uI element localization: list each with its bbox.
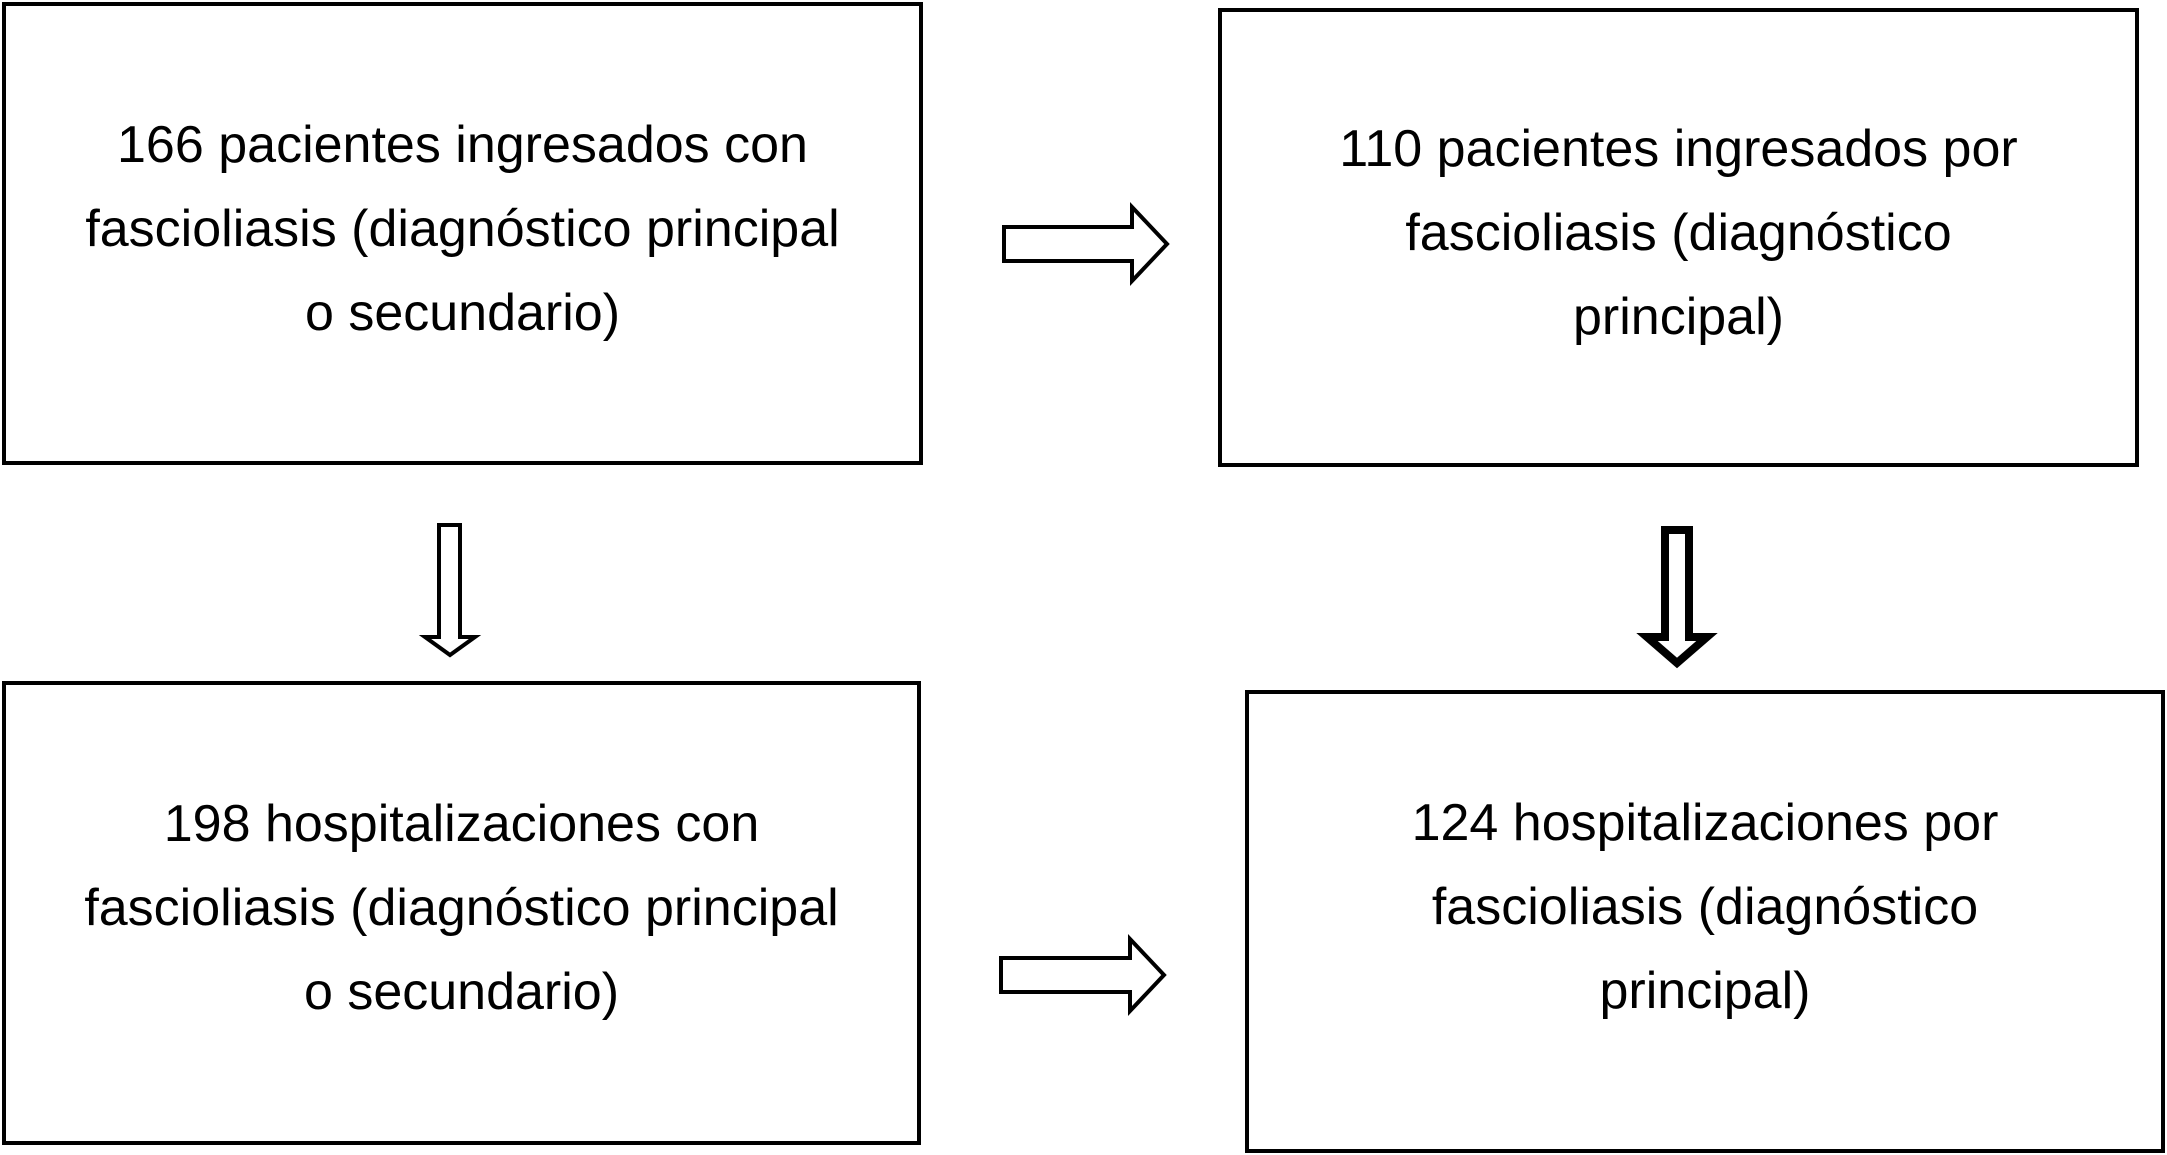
arrow-right-top <box>1002 201 1170 287</box>
box-patients-with-fascioliasis-text: 166 pacientes ingresados con fascioliasi… <box>85 115 840 342</box>
box-hospitalizations-for-fascioliasis: 124 hospitalizaciones por fascioliasis (… <box>1245 690 2165 1153</box>
box-hospitalizations-with-fascioliasis-text: 198 hospitalizaciones con fascioliasis (… <box>84 795 839 1021</box>
arrow-down-right-bold <box>1636 526 1718 669</box>
box-patients-with-fascioliasis: 166 pacientes ingresados con fascioliasi… <box>2 2 923 465</box>
box-hospitalizations-for-fascioliasis-text: 124 hospitalizaciones por fascioliasis (… <box>1411 793 1999 1020</box>
arrow-right-bottom <box>999 933 1167 1017</box>
box-hospitalizations-with-fascioliasis: 198 hospitalizaciones con fascioliasis (… <box>2 681 921 1145</box>
arrow-down-left <box>418 523 482 658</box>
box-patients-for-fascioliasis-text: 110 pacientes ingresados por fascioliasi… <box>1339 119 2018 346</box>
box-patients-for-fascioliasis: 110 pacientes ingresados por fascioliasi… <box>1218 8 2139 467</box>
